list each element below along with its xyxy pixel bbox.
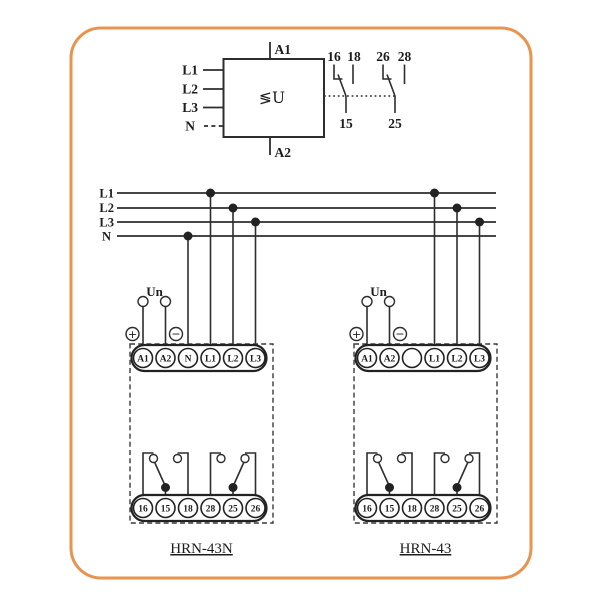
- contact1-arm: [337, 74, 347, 97]
- terminal-label: 26: [475, 505, 485, 515]
- power-bus: L1 L2 L3 N: [99, 187, 496, 352]
- overvoltage-symbol: ≶U: [259, 89, 285, 107]
- junction-dot-l1-left: [206, 188, 215, 198]
- bus-l2-label: L2: [99, 201, 114, 215]
- terminal-label: A1: [361, 355, 373, 365]
- l3-input-label: L3: [182, 100, 198, 115]
- un-terminal-a1: [361, 295, 373, 308]
- svg-text:−: −: [171, 328, 180, 341]
- device-outline: [129, 343, 274, 524]
- terminal-label: L1: [429, 355, 440, 365]
- device-name: HRN-43N: [170, 541, 233, 557]
- contact2-no-label: 28: [398, 49, 412, 64]
- junction-dot-l2-right: [452, 203, 462, 213]
- un-terminal-a1: [137, 295, 149, 308]
- bottom-terminal-block: 16 15 18 28 25 26: [354, 493, 492, 523]
- junction-dot-n: [183, 231, 193, 241]
- contact1-nc-label: 16: [327, 49, 341, 64]
- un-terminal-a2: [383, 295, 396, 308]
- contact1-com-label: 15: [339, 116, 353, 131]
- contact-symbol-1: 16 18 15: [327, 49, 361, 131]
- terminal-label: N: [185, 355, 192, 365]
- bus-n-label: N: [102, 230, 111, 244]
- contact2-arm: [386, 74, 396, 97]
- terminal-label: 25: [452, 505, 462, 515]
- device-outline: [353, 343, 498, 524]
- voltage-monitor-box: [222, 58, 325, 138]
- device-hrn-43: Un + − A1 A2 L1 L2 L3: [349, 284, 498, 557]
- junction-dot-l1-right: [430, 188, 439, 198]
- terminal-label: 28: [206, 505, 216, 515]
- terminal-label: L2: [451, 355, 462, 365]
- minus-icon: −: [392, 326, 408, 342]
- svg-text:+: +: [352, 328, 361, 341]
- junction-dot-l3-left: [251, 217, 260, 227]
- bottom-terminal-block: 16 15 18 28 25 26: [130, 493, 268, 523]
- terminal-label: 18: [183, 505, 193, 515]
- contact2-com-label: 25: [388, 116, 402, 131]
- device-hrn-43n: Un + − A1 A2 N L1 L2 L3: [125, 284, 274, 557]
- contact2-nc-label: 26: [376, 49, 390, 64]
- plus-icon: +: [349, 326, 364, 342]
- terminal-label: 26: [251, 505, 261, 515]
- un-label: Un: [146, 284, 163, 299]
- terminal-label: 16: [138, 505, 148, 515]
- top-terminal-block: A1 A2 N L1 L2 L3: [130, 343, 268, 373]
- un-terminal-a2: [159, 295, 172, 308]
- terminal-label: A2: [384, 355, 396, 365]
- terminal-label: 15: [161, 505, 171, 515]
- contact1-no-label: 18: [347, 49, 361, 64]
- terminal-label: L3: [250, 355, 261, 365]
- l1-input-label: L1: [182, 63, 198, 78]
- terminal-label: A2: [160, 355, 172, 365]
- n-input-label: N: [185, 119, 195, 134]
- terminal-label: L1: [205, 355, 216, 365]
- svg-text:+: +: [128, 328, 137, 341]
- terminal-label: 25: [228, 505, 238, 515]
- bus-l3-label: L3: [99, 216, 114, 230]
- bus-l1-label: L1: [99, 187, 114, 201]
- terminal-label: 15: [385, 505, 395, 515]
- terminal-label: 28: [430, 505, 440, 515]
- relay-function-unit: A1 A2 ≶U L1 L2 L3 N 16 18 15 26 28: [182, 42, 412, 160]
- device-name: HRN-43: [400, 541, 452, 557]
- terminal-label: 16: [362, 505, 372, 515]
- junction-dot-l2-left: [228, 203, 238, 213]
- a1-label: A1: [275, 42, 292, 57]
- top-terminal-block: A1 A2 L1 L2 L3: [354, 343, 492, 373]
- contact-symbol-2: 26 28 25: [376, 49, 411, 131]
- terminal-label: L3: [474, 355, 485, 365]
- junction-dot-l3-right: [475, 217, 484, 227]
- minus-icon: −: [168, 326, 184, 342]
- un-label: Un: [370, 284, 387, 299]
- diagram-frame: [69, 26, 533, 580]
- relay-contacts: [142, 452, 257, 496]
- a2-label: A2: [275, 145, 292, 160]
- relay-contacts: [366, 452, 481, 496]
- svg-text:−: −: [395, 328, 404, 341]
- terminal-label: L2: [227, 355, 238, 365]
- terminal-label: 18: [407, 505, 417, 515]
- l2-input-label: L2: [182, 82, 198, 97]
- plus-icon: +: [125, 326, 140, 342]
- terminal-label: A1: [137, 355, 149, 365]
